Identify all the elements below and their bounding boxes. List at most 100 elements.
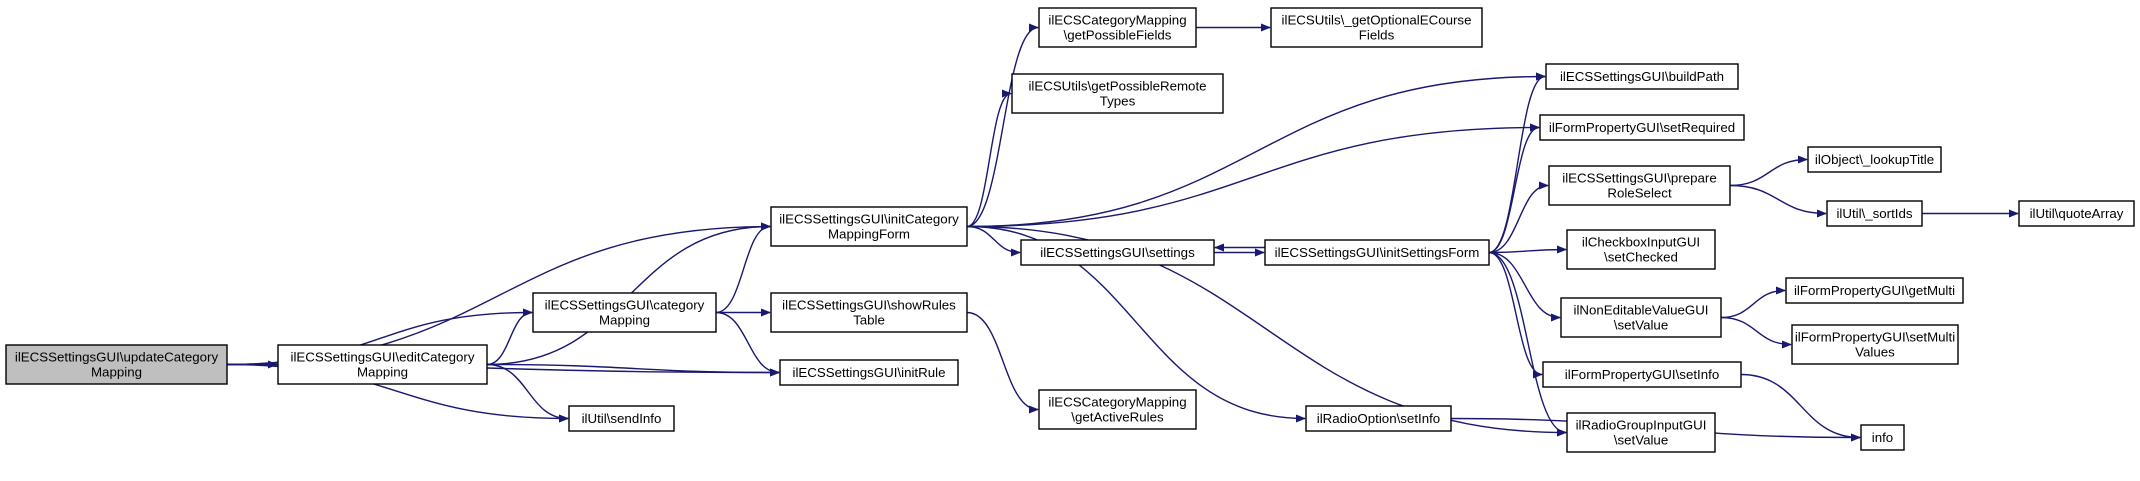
edge-init-category-mapping-form-to-get-possible-remote-types [966, 89, 1012, 228]
node-label-line: ilFormPropertyGUI\getMulti [1794, 283, 1955, 298]
node-label-line: ilECSSettingsGUI\initRule [793, 365, 946, 380]
node-settings[interactable]: ilECSSettingsGUI\settings [1020, 239, 1215, 266]
node-label-line: ilECSSettingsGUI\updateCategory [15, 350, 219, 365]
edge-prepare-role-select-to-sort-ids [1729, 184, 1827, 218]
edge-category-mapping-to-init-category-mapping-form [715, 222, 771, 314]
node-box[interactable] [770, 292, 968, 333]
node-label-line: Values [1855, 345, 1895, 360]
node-set-checked[interactable]: ilCheckboxInputGUI\setChecked [1566, 229, 1716, 270]
node-label-line: ilNonEditableValueGUI [1573, 303, 1708, 318]
edge-edit-category-mapping-to-init-rule [486, 363, 780, 377]
node-box[interactable] [1038, 389, 1197, 430]
node-init-settings-form[interactable]: ilECSSettingsGUI\initSettingsForm [1264, 239, 1490, 266]
node-send-info[interactable]: ilUtil\sendInfo [568, 405, 675, 432]
edge-form-set-info-to-info [1740, 373, 1861, 442]
edge-init-settings-form-to-prepare-role-select [1488, 181, 1549, 254]
node-label-line: ilECSSettingsGUI\buildPath [1560, 69, 1724, 84]
node-box[interactable] [1545, 63, 1739, 90]
node-get-possible-fields[interactable]: ilECSCategoryMapping\getPossibleFields [1038, 7, 1197, 48]
node-box[interactable] [1566, 229, 1716, 270]
node-label-line: ilECSCategoryMapping [1048, 13, 1186, 28]
node-box[interactable] [1791, 324, 1959, 365]
node-label-line: ilECSSettingsGUI\editCategory [290, 350, 474, 365]
node-box[interactable] [5, 344, 228, 385]
node-box[interactable] [1860, 424, 1905, 451]
node-label-line: ilECSSettingsGUI\initSettingsForm [1275, 245, 1480, 260]
edge-init-category-mapping-form-to-settings [966, 225, 1021, 257]
node-label-line: \setValue [1614, 318, 1668, 333]
edge-non-editable-set-value-to-get-multi [1720, 286, 1786, 319]
node-sort-ids[interactable]: ilUtil\_sortIds [1826, 200, 1923, 227]
node-box[interactable] [1539, 114, 1745, 141]
node-lookup-title[interactable]: ilObject\_lookupTitle [1807, 146, 1942, 173]
node-label-line: \setChecked [1604, 250, 1678, 265]
node-box[interactable] [2018, 200, 2135, 227]
call-edges [226, 23, 2019, 442]
node-box[interactable] [770, 206, 968, 247]
node-box[interactable] [1548, 165, 1731, 206]
node-box[interactable] [532, 292, 717, 333]
edge-init-settings-form-to-build-path [1488, 72, 1546, 254]
node-box[interactable] [1264, 239, 1490, 266]
node-box[interactable] [1038, 7, 1197, 48]
node-box[interactable] [1011, 73, 1224, 114]
node-label-line: ilECSCategoryMapping [1048, 395, 1186, 410]
node-radio-group-set-value[interactable]: ilRadioGroupInputGUI\setValue [1566, 412, 1716, 453]
node-box[interactable] [1020, 239, 1215, 266]
edge-prepare-role-select-to-lookup-title [1729, 155, 1808, 187]
edge-init-category-mapping-form-to-build-path [966, 72, 1546, 228]
node-box[interactable] [1826, 200, 1923, 227]
edge-init-category-mapping-form-to-set-required [966, 123, 1540, 228]
node-info[interactable]: info [1860, 424, 1905, 451]
node-label-line: RoleSelect [1607, 186, 1672, 201]
node-box[interactable] [568, 405, 675, 432]
node-label-line: ilRadioOption\setInfo [1317, 411, 1440, 426]
node-box[interactable] [1807, 146, 1942, 173]
node-build-path[interactable]: ilECSSettingsGUI\buildPath [1545, 63, 1739, 90]
node-non-editable-set-value[interactable]: ilNonEditableValueGUI\setValue [1560, 297, 1722, 338]
node-get-multi[interactable]: ilFormPropertyGUI\getMulti [1785, 277, 1964, 304]
node-set-required[interactable]: ilFormPropertyGUI\setRequired [1539, 114, 1745, 141]
edge-init-settings-form-to-radio-group-set-value [1488, 251, 1567, 437]
node-box[interactable] [1270, 7, 1483, 48]
edge-edit-category-mapping-to-category-mapping [486, 308, 533, 366]
node-box[interactable] [1785, 277, 1964, 304]
node-form-set-info[interactable]: ilFormPropertyGUI\setInfo [1542, 361, 1742, 388]
node-radio-option-set-info[interactable]: ilRadioOption\setInfo [1305, 405, 1452, 432]
node-label-line: Table [853, 313, 885, 328]
node-box[interactable] [1542, 361, 1742, 388]
node-box[interactable] [779, 359, 959, 386]
node-box[interactable] [1560, 297, 1722, 338]
node-init-rule[interactable]: ilECSSettingsGUI\initRule [779, 359, 959, 386]
node-label-line: ilECSSettingsGUI\initCategory [779, 212, 959, 227]
node-label-line: ilECSUtils\getPossibleRemote [1028, 79, 1206, 94]
node-label-line: Mapping [599, 313, 650, 328]
node-label-line: ilUtil\_sortIds [1836, 206, 1912, 221]
node-label-line: ilUtil\quoteArray [2030, 206, 2124, 221]
node-label-line: info [1872, 430, 1893, 445]
node-label-line: MappingForm [828, 227, 910, 242]
node-quote-array[interactable]: ilUtil\quoteArray [2018, 200, 2135, 227]
node-box[interactable] [1566, 412, 1716, 453]
edge-init-settings-form-to-set-required [1488, 123, 1540, 254]
edge-init-category-mapping-form-to-get-possible-fields [966, 23, 1039, 228]
node-label-line: ilFormPropertyGUI\setRequired [1549, 120, 1735, 135]
node-label-line: \getActiveRules [1071, 410, 1164, 425]
node-label-line: ilFormPropertyGUI\setMulti [1795, 330, 1955, 345]
node-get-active-rules[interactable]: ilECSCategoryMapping\getActiveRules [1038, 389, 1197, 430]
node-label-line: \setValue [1614, 433, 1668, 448]
node-box[interactable] [1305, 405, 1452, 432]
node-label-line: ilUtil\sendInfo [582, 411, 662, 426]
node-box[interactable] [277, 344, 488, 385]
node-label-line: ilECSUtils\_getOptionalECourse [1282, 13, 1472, 28]
node-label-line: Fields [1359, 28, 1395, 43]
